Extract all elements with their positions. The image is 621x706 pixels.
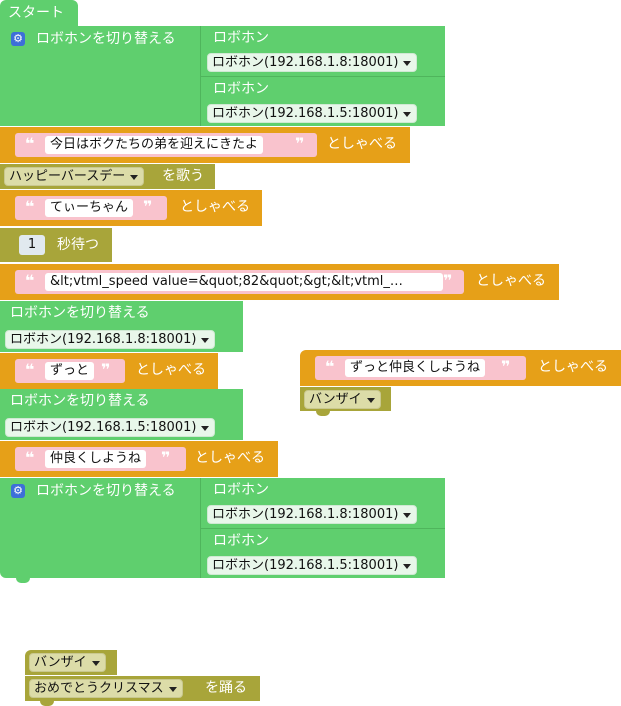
switch-label: ロボホンを切り替える: [10, 305, 150, 321]
device-dropdown[interactable]: ロボホン(192.168.1.5:18001): [207, 556, 418, 575]
device-dropdown[interactable]: ロボホン(192.168.1.8:18001): [5, 330, 216, 349]
string-field: ❝ ずっと ❞: [15, 359, 125, 383]
dance-dropdown[interactable]: おめでとうクリスマス: [29, 679, 183, 698]
string-field: ❝ 今日はボクたちの弟を迎えにきたよ ❞: [15, 133, 317, 157]
start-label: スタート: [8, 5, 64, 21]
device-dropdown[interactable]: ロボホン(192.168.1.8:18001): [207, 53, 418, 72]
switch-label: ロボホンを切り替える: [36, 483, 176, 499]
string-field: ❝ &lt;vtml_speed value=&quot;82&quot;&gt…: [15, 270, 464, 294]
speak-block-6[interactable]: ❝ ずっと仲良くしようね ❞ としゃべる: [300, 350, 621, 386]
switch-label: ロボホンを切り替える: [36, 31, 176, 47]
close-quote-icon: ❞: [501, 357, 511, 376]
robohon-slot-1[interactable]: ロボホン ロボホン(192.168.1.8:18001): [200, 26, 445, 76]
motion-dropdown[interactable]: バンザイ: [29, 653, 106, 672]
block-bottom-notch: [316, 411, 330, 416]
open-quote-icon: ❝: [25, 271, 35, 290]
open-quote-icon: ❝: [25, 197, 35, 216]
start-block[interactable]: スタート: [0, 0, 78, 26]
wait-seconds-field[interactable]: 1: [19, 235, 45, 255]
speech-text[interactable]: 今日はボクたちの弟を迎えにきたよ: [45, 136, 264, 154]
open-quote-icon: ❝: [25, 134, 35, 153]
string-field: ❝ てぃーちゃん ❞: [15, 196, 167, 220]
robohon-slot-4[interactable]: ロボホン ロボホン(192.168.1.5:18001): [200, 528, 445, 578]
open-quote-icon: ❝: [25, 360, 35, 379]
switch-robohon-multi-block-2[interactable]: ⚙ ロボホンを切り替える: [0, 478, 202, 578]
wait-block[interactable]: 1 秒待つ: [0, 228, 112, 262]
close-quote-icon: ❞: [295, 134, 305, 153]
open-quote-icon: ❝: [25, 448, 35, 467]
banzai-block-2[interactable]: バンザイ: [25, 650, 117, 675]
robohon-label: ロボホン: [213, 81, 269, 97]
switch-robohon-block-2[interactable]: ロボホンを切り替える ロボホン(192.168.1.5:18001): [0, 389, 243, 440]
speech-text[interactable]: ずっと: [45, 362, 95, 380]
speak-block-1[interactable]: ❝ 今日はボクたちの弟を迎えにきたよ ❞ としゃべる: [0, 127, 410, 163]
robohon-label: ロボホン: [213, 482, 269, 498]
motion-dropdown[interactable]: バンザイ: [304, 390, 381, 409]
wait-label: 秒待つ: [57, 237, 99, 253]
speak-label: としゃべる: [180, 199, 250, 215]
speech-text[interactable]: &lt;vtml_speed value=&quot;82&quot;&gt;&…: [45, 273, 443, 291]
switch-robohon-block-1[interactable]: ロボホンを切り替える ロボホン(192.168.1.8:18001): [0, 301, 243, 352]
block-bottom-notch: [40, 701, 54, 706]
speak-block-2[interactable]: ❝ てぃーちゃん ❞ としゃべる: [0, 190, 262, 226]
device-dropdown[interactable]: ロボホン(192.168.1.5:18001): [5, 418, 216, 437]
robohon-slot-3[interactable]: ロボホン ロボホン(192.168.1.8:18001): [200, 478, 445, 528]
switch-label: ロボホンを切り替える: [10, 393, 150, 409]
close-quote-icon: ❞: [143, 197, 153, 216]
device-dropdown[interactable]: ロボホン(192.168.1.5:18001): [207, 104, 418, 123]
string-field: ❝ 仲良くしようね ❞: [15, 447, 186, 471]
gear-icon[interactable]: ⚙: [11, 484, 25, 498]
speech-text[interactable]: ずっと仲良くしようね: [345, 359, 486, 377]
block-bottom-notch: [16, 578, 30, 583]
speak-label: としゃべる: [327, 136, 397, 152]
open-quote-icon: ❝: [325, 357, 335, 376]
speech-text[interactable]: 仲良くしようね: [45, 450, 147, 468]
close-quote-icon: ❞: [443, 271, 453, 290]
dance-label: を踊る: [205, 680, 247, 696]
switch-robohon-multi-block-1[interactable]: ⚙ ロボホンを切り替える: [0, 26, 202, 126]
close-quote-icon: ❞: [101, 360, 111, 379]
gear-icon[interactable]: ⚙: [11, 32, 25, 46]
device-dropdown[interactable]: ロボホン(192.168.1.8:18001): [207, 505, 418, 524]
dance-block[interactable]: おめでとうクリスマス を踊る: [25, 676, 260, 701]
robohon-label: ロボホン: [213, 533, 269, 549]
string-field: ❝ ずっと仲良くしようね ❞: [315, 356, 526, 380]
robohon-label: ロボホン: [213, 30, 269, 46]
song-dropdown[interactable]: ハッピーバースデー: [4, 167, 145, 186]
robohon-slot-2[interactable]: ロボホン ロボホン(192.168.1.5:18001): [200, 76, 445, 126]
speak-label: としゃべる: [538, 359, 608, 375]
speech-text[interactable]: てぃーちゃん: [45, 199, 134, 217]
speak-label: としゃべる: [195, 450, 265, 466]
speak-label: としゃべる: [476, 273, 546, 289]
speak-block-3[interactable]: ❝ &lt;vtml_speed value=&quot;82&quot;&gt…: [0, 264, 559, 300]
banzai-block-1[interactable]: バンザイ: [300, 387, 391, 411]
sing-block[interactable]: ハッピーバースデー を歌う: [0, 164, 215, 189]
speak-block-5[interactable]: ❝ 仲良くしようね ❞ としゃべる: [0, 441, 278, 477]
speak-label: としゃべる: [136, 362, 206, 378]
sing-label: を歌う: [162, 168, 204, 184]
close-quote-icon: ❞: [161, 448, 171, 467]
speak-block-4[interactable]: ❝ ずっと ❞ としゃべる: [0, 353, 218, 389]
